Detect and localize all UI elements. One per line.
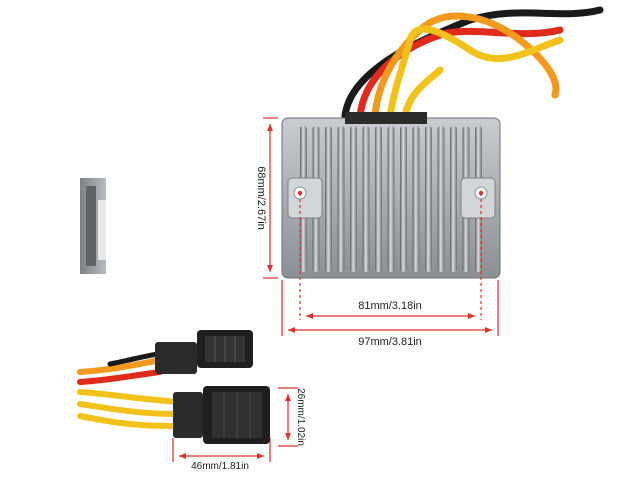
connector-height-label: 26mm/1.02in xyxy=(295,388,306,446)
cooling-fin xyxy=(350,126,357,272)
dimension-lines xyxy=(172,117,499,462)
cooling-fins xyxy=(300,126,482,272)
cooling-fin xyxy=(337,126,345,272)
outer-width-label: 97mm/3.81in xyxy=(358,336,422,348)
cooling-fin xyxy=(425,126,432,272)
height-label: 68mm/2.67in xyxy=(255,166,267,230)
cooling-fin xyxy=(412,126,420,272)
cooling-fin xyxy=(437,126,445,272)
cooling-fin xyxy=(450,126,457,272)
regulator-wires xyxy=(341,6,604,120)
cooling-fin xyxy=(375,126,382,272)
cooling-fin xyxy=(387,126,395,272)
small-connector xyxy=(155,330,253,374)
side-view-regulator xyxy=(80,178,106,274)
voltage-regulator xyxy=(281,112,501,279)
cooling-fin xyxy=(325,126,332,272)
large-connector xyxy=(173,386,270,444)
cooling-fin xyxy=(400,126,407,272)
inner-width-label: 81mm/3.18in xyxy=(358,300,422,312)
connector-width-label: 46mm/1.81in xyxy=(191,461,249,472)
harness-wires xyxy=(77,351,181,429)
cooling-fin xyxy=(362,126,370,272)
